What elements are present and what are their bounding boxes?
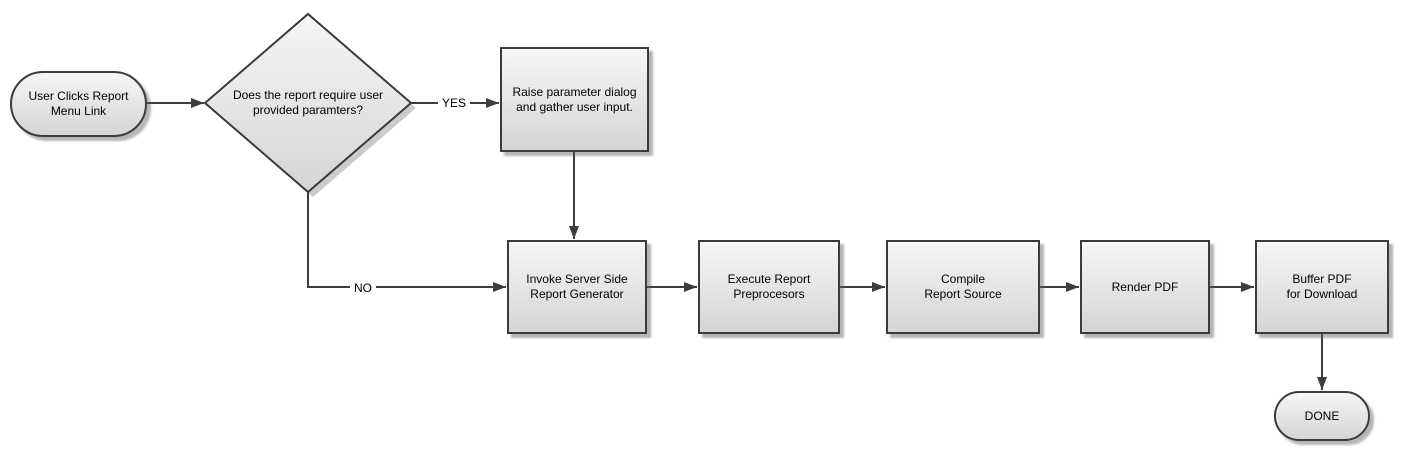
- decision-node-label: Does the report require user provided pa…: [232, 88, 384, 117]
- invoke-generator-node-label: Invoke Server Side Report Generator: [526, 272, 628, 301]
- done-node: DONE: [1274, 391, 1370, 441]
- done-node-label: DONE: [1304, 408, 1340, 423]
- edge-label-no: NO: [350, 281, 376, 295]
- buffer-pdf-node: Buffer PDF for Download: [1255, 240, 1389, 334]
- edge-decision-no-to-invoke-generator: [307, 192, 506, 292]
- render-pdf-node: Render PDF: [1080, 240, 1210, 334]
- execute-preprocessors-node: Execute Report Preprocesors: [698, 240, 840, 334]
- start-node-label: User Clicks Report Menu Link: [28, 89, 129, 118]
- raise-dialog-node-label: Raise parameter dialog and gather user i…: [512, 84, 637, 114]
- invoke-generator-node: Invoke Server Side Report Generator: [507, 240, 647, 334]
- render-pdf-node-label: Render PDF: [1111, 279, 1179, 294]
- execute-preprocessors-node-label: Execute Report Preprocesors: [727, 272, 811, 301]
- start-node: User Clicks Report Menu Link: [10, 71, 147, 137]
- decision-diamond-shape: [203, 12, 416, 197]
- decision-node: Does the report require user provided pa…: [205, 76, 411, 130]
- raise-dialog-node: Raise parameter dialog and gather user i…: [500, 47, 649, 152]
- compile-source-node: Compile Report Source: [886, 240, 1040, 334]
- buffer-pdf-node-label: Buffer PDF for Download: [1286, 272, 1358, 301]
- edge-label-yes: YES: [437, 96, 471, 110]
- compile-source-node-label: Compile Report Source: [924, 272, 1002, 301]
